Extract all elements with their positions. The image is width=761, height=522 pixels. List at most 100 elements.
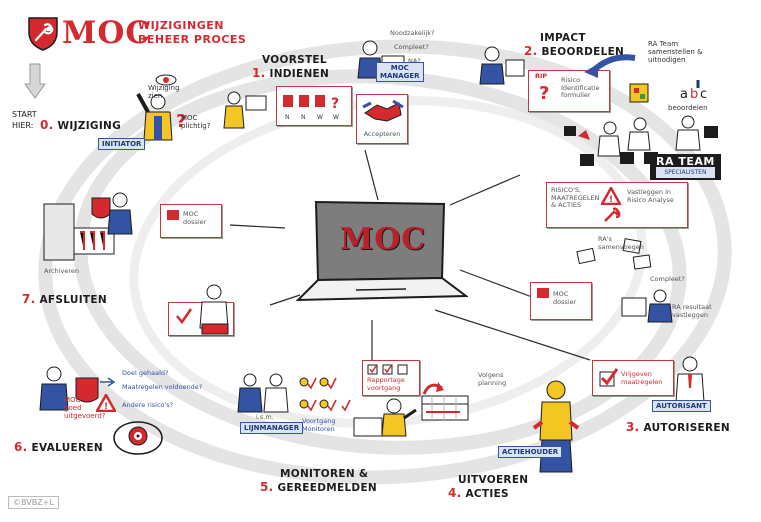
note-archiveren: Archiveren	[44, 267, 79, 275]
role-ra-team-1: RA TEAM	[656, 155, 715, 168]
callout-indienen-forms: ? N N W W	[276, 86, 352, 126]
note-ra-samenvoegen: RA's samenvoegen	[598, 235, 644, 251]
checkbox-icon	[599, 368, 619, 387]
start-label-2: HIER:	[12, 121, 34, 130]
indiener-figure	[223, 91, 267, 129]
step-1-top: VOORSTEL	[262, 54, 327, 66]
step-2-number: 2.	[524, 44, 538, 58]
wrench-icon	[604, 207, 621, 222]
shield-logo-icon	[28, 17, 58, 51]
reviewer-figure	[199, 284, 229, 335]
step-1-number: 1.	[252, 66, 266, 80]
note-noodzakelijk: Noodzakelijk?	[390, 29, 435, 37]
central-laptop: MOC	[295, 200, 469, 308]
warning-icon-eval: !	[96, 394, 116, 412]
step-6-text: EVALUEREN	[31, 442, 103, 454]
step-0-text: WIJZIGING	[57, 120, 122, 132]
note-vrijgeven: Vrijgeven maatregelen	[621, 370, 663, 386]
planning-calendar-icon	[421, 395, 469, 421]
step-1-text: INDIENEN	[269, 68, 330, 80]
note-doel-gehaald: Doel gehaald?	[122, 369, 169, 377]
center-moc-label: MOC	[340, 222, 427, 257]
title-block: MOC WIJZIGINGEN BEHEER PROCES	[26, 14, 256, 54]
role-actiehouder: ACTIEHOUDER	[498, 446, 563, 458]
role-moc-manager: MOC MANAGER	[376, 62, 424, 82]
step-0-label: 0. WIJZIGING	[40, 118, 121, 132]
start-label-1: START	[12, 110, 37, 119]
svg-text:!: !	[609, 195, 613, 205]
assessment-icons: a b c	[629, 80, 707, 103]
step-4-label: UITVOEREN 4. ACTIES	[448, 474, 528, 500]
lijnmanager-figures	[237, 373, 289, 413]
step-2-text: BEOORDELEN	[541, 46, 625, 58]
note-moc-dossier-right: MOC dossier	[553, 290, 577, 306]
question-icon: ?	[539, 83, 550, 104]
title-logo-text: MOC	[62, 15, 151, 51]
note-na: NA?	[408, 57, 421, 65]
title-line-2: BEHEER PROCES	[138, 33, 247, 46]
eval-arrow-icon	[100, 377, 116, 387]
note-voortgang-monitoren: Voortgang Monitoren	[302, 417, 336, 433]
autorisant-figure	[675, 356, 705, 403]
note-andere-risicos: Andere risico's?	[122, 401, 174, 409]
role-moc-manager-2: MANAGER	[380, 72, 420, 80]
note-compleet-2: Compleet?	[650, 275, 685, 283]
svg-text:W: W	[317, 114, 323, 121]
note-rip: RIP	[535, 72, 548, 80]
step-3-text: AUTORISEREN	[643, 422, 730, 434]
refresh-arrow-icon	[422, 382, 444, 395]
impact-figure	[479, 46, 525, 85]
svg-text:!: !	[104, 402, 108, 412]
note-ism: i.s.m.	[256, 413, 274, 421]
start-arrow-icon	[24, 63, 46, 99]
step-1-label: VOORSTEL 1. INDIENEN	[252, 54, 329, 80]
callout-vrijgeven: Vrijgeven maatregelen	[592, 360, 674, 396]
note-ra-team-samenstellen: RA Team samenstellen & uitnodigen	[648, 40, 703, 64]
svg-text:?: ?	[331, 96, 339, 112]
folder-icon-right	[537, 288, 549, 298]
monitor-figure	[353, 398, 417, 437]
title-line-1: WIJZIGINGEN	[138, 19, 224, 32]
callout-accepteren: Accepteren	[356, 94, 408, 144]
role-initiator: INITIATOR	[98, 138, 146, 150]
step-4-number: 4.	[448, 486, 462, 500]
forms-icons: ? N N W W	[283, 95, 339, 121]
note-volgens-planning: Volgens planning	[478, 371, 507, 387]
ra-team-figures	[564, 115, 718, 166]
envelopes-icons	[576, 238, 652, 270]
copyright-badge: ©BVBZ+L	[8, 496, 59, 509]
svg-text:?: ?	[176, 111, 186, 132]
blue-arrow-icon	[584, 54, 636, 78]
folder-icon-left	[167, 210, 179, 220]
team-check-icons	[299, 377, 351, 412]
callout-rapportage: Rapportage voortgang	[362, 360, 420, 396]
checklist-icon	[367, 364, 408, 375]
note-risico-identificatie: Risico Identificatie formulier	[561, 76, 600, 99]
note-beoordelen: beoordelen	[668, 104, 708, 112]
actiehouder-figure	[532, 380, 580, 473]
evaluator-figure	[39, 366, 99, 411]
note-compleet: Compleet?	[394, 43, 429, 51]
svg-text:W: W	[333, 114, 339, 121]
callout-risicos: RISICO'S, MAATREGELEN & ACTIES ! Vastleg…	[546, 182, 688, 228]
check-mark-icon	[176, 308, 193, 325]
role-ra-team-2: SPECIALISTEN	[656, 167, 715, 178]
svg-text:c: c	[700, 87, 707, 102]
step-5-text: GEREEDMELDEN	[277, 482, 378, 494]
step-3-label: 3. AUTORISEREN	[626, 420, 730, 434]
step-5-label: MONITOREN & 5. GEREEDMELDEN	[260, 468, 377, 494]
step-7-number: 7.	[22, 292, 36, 306]
step-2-top: IMPACT	[540, 32, 586, 44]
callout-rip-form: RIP ? Risico Identificatie formulier	[528, 70, 610, 112]
initiator-figure: ?	[136, 74, 186, 141]
ra-result-figure	[621, 289, 673, 323]
archive-figure	[43, 192, 133, 261]
note-maatregelen-voldoende: Maatregelen voldoende?	[122, 383, 203, 391]
note-wijziging-zien: Wijziging zien	[148, 84, 180, 100]
step-5-number: 5.	[260, 480, 274, 494]
step-4-text: ACTIES	[465, 488, 509, 500]
callout-moc-dossier-right: MOC dossier	[530, 282, 592, 320]
note-moc-plichtig: MOC plichtig?	[181, 114, 211, 130]
laptop-icon	[295, 200, 469, 302]
note-moc-goed: MOC goed uitgevoerd?	[64, 396, 106, 420]
